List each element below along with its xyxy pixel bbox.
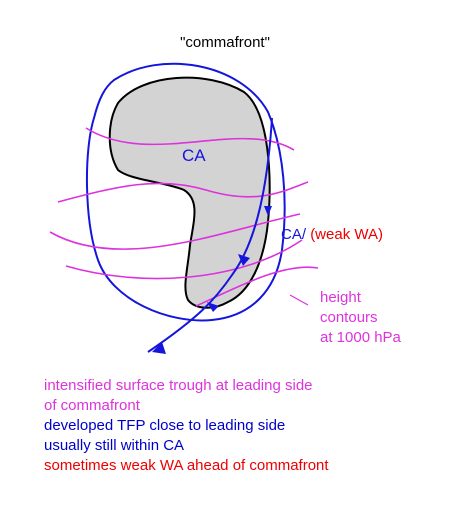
height-contour-line xyxy=(85,127,295,151)
legend-line: of commafront xyxy=(44,397,140,414)
ca-slash-text: CA/ xyxy=(281,226,307,243)
height-contour-line xyxy=(65,239,303,280)
height-contours-line: contours xyxy=(320,309,378,326)
legend-line: intensified surface trough at leading si… xyxy=(44,377,313,394)
legend-line: sometimes weak WA ahead of commafront xyxy=(44,457,329,474)
front-triangle-icon xyxy=(152,342,166,354)
diagram-title: "commafront" xyxy=(180,34,270,51)
height-contours-line: height xyxy=(320,289,361,306)
comma-cloud-shape xyxy=(108,76,271,309)
ca-weak-wa-label: CA/ (weak WA) xyxy=(281,226,383,244)
height-contours xyxy=(49,127,319,307)
cloud-area-oval xyxy=(85,62,286,322)
height-contour-line xyxy=(49,213,301,250)
height-contour-line xyxy=(57,181,309,203)
front-triangle-icon xyxy=(238,254,250,266)
legend-line: developed TFP close to leading side xyxy=(44,417,286,434)
height-contours-line: at 1000 hPa xyxy=(320,329,401,346)
weak-wa-text: (weak WA) xyxy=(310,226,383,243)
front-triangle-icon xyxy=(264,206,272,216)
height-contours-label: height contours at 1000 hPa xyxy=(320,288,401,348)
legend-line: usually still within CA xyxy=(44,437,185,454)
contours-pointer-line xyxy=(289,294,309,306)
ca-label: CA xyxy=(182,146,206,165)
front-triangle-icon xyxy=(207,302,219,312)
legend: intensified surface trough at leading si… xyxy=(44,376,329,476)
cold-front-line xyxy=(147,117,273,353)
height-contour-line xyxy=(195,266,319,307)
